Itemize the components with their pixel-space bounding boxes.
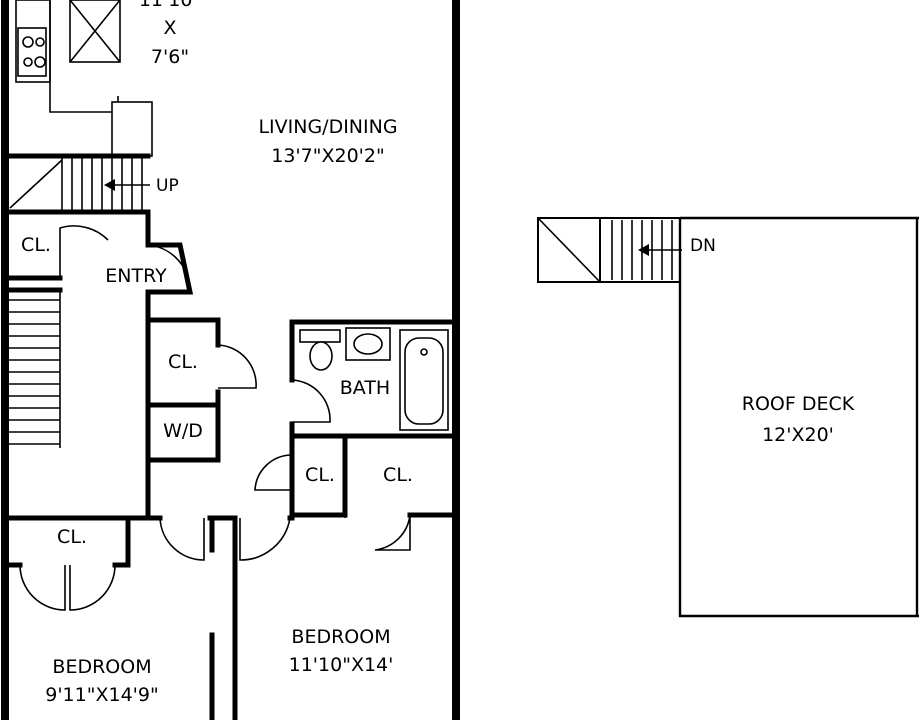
kitchen: 11'10" X 7'6" bbox=[15, 0, 201, 157]
kitchen-dim-x: X bbox=[163, 17, 176, 39]
bath-door-swing bbox=[291, 379, 331, 423]
down-stair-treads bbox=[8, 299, 60, 445]
bathtub-icon bbox=[399, 329, 449, 431]
closet-left-door-swing bbox=[254, 454, 293, 491]
dn-label: DN bbox=[690, 236, 716, 256]
closet-bedroom-left-label: CL. bbox=[57, 526, 87, 548]
hall-closets: CL. W/D bbox=[145, 317, 257, 463]
bathroom: BATH bbox=[289, 319, 459, 439]
bedroom-left-dim: 9'11"X14'9" bbox=[45, 684, 158, 706]
living-dining-label: LIVING/DINING bbox=[258, 116, 397, 138]
bedroom-right-dim: 11'10"X14' bbox=[289, 654, 394, 676]
up-label: UP bbox=[156, 176, 179, 196]
laundry-label: W/D bbox=[163, 420, 203, 442]
bedroom-closets: CL. CL. bbox=[254, 433, 459, 551]
bedroom-left-closet-door-b bbox=[69, 564, 116, 611]
kitchen-peninsula bbox=[49, 0, 153, 157]
roof-deck-dim: 12'X20' bbox=[762, 424, 834, 446]
closet-entry-label: CL. bbox=[21, 234, 51, 256]
kitchen-dim-bottom: 7'6" bbox=[151, 46, 189, 68]
exterior-walls bbox=[1, 0, 460, 720]
sink-icon bbox=[345, 327, 391, 361]
toilet-icon bbox=[299, 329, 341, 371]
entry-door-swing bbox=[147, 244, 191, 293]
entry-area: CL. ENTRY bbox=[2, 209, 194, 295]
arrow-head-icon bbox=[104, 179, 115, 191]
stove-icon bbox=[17, 27, 47, 77]
dn-arrow-head-icon bbox=[638, 244, 649, 256]
closet-bath-right-label: CL. bbox=[383, 464, 413, 486]
bedroom-right: BEDROOM 11'10"X14' bbox=[232, 515, 394, 720]
roof-deck-label: ROOF DECK bbox=[742, 393, 855, 415]
bedroom-right-door-swing bbox=[239, 517, 291, 561]
bedroom-right-label: BEDROOM bbox=[291, 626, 390, 648]
entry-label: ENTRY bbox=[105, 265, 167, 287]
down-stair bbox=[2, 287, 151, 521]
closet-bath-left-label: CL. bbox=[305, 464, 335, 486]
bedroom-left: CL. BEDROOM 9'11"X14'9" bbox=[2, 515, 238, 720]
bedroom-left-label: BEDROOM bbox=[52, 656, 151, 678]
closet-hall-door-swing bbox=[217, 344, 257, 389]
bath-label: BATH bbox=[340, 377, 390, 399]
bedroom-left-door-swing bbox=[159, 517, 205, 561]
refrigerator-icon bbox=[69, 0, 121, 63]
closet-door-swing bbox=[59, 225, 109, 278]
bedroom-left-closet-door-a bbox=[19, 564, 66, 611]
roof-deck: DN ROOF DECK 12'X20' bbox=[537, 216, 919, 618]
closet-hall-label: CL. bbox=[168, 351, 198, 373]
up-stair: UP bbox=[2, 153, 179, 215]
living-dining-dim: 13'7"X20'2" bbox=[271, 145, 384, 167]
up-stair-treads bbox=[71, 158, 143, 210]
closet-right-door-swing bbox=[344, 514, 411, 551]
kitchen-dim-top: 11'10" bbox=[139, 0, 201, 11]
